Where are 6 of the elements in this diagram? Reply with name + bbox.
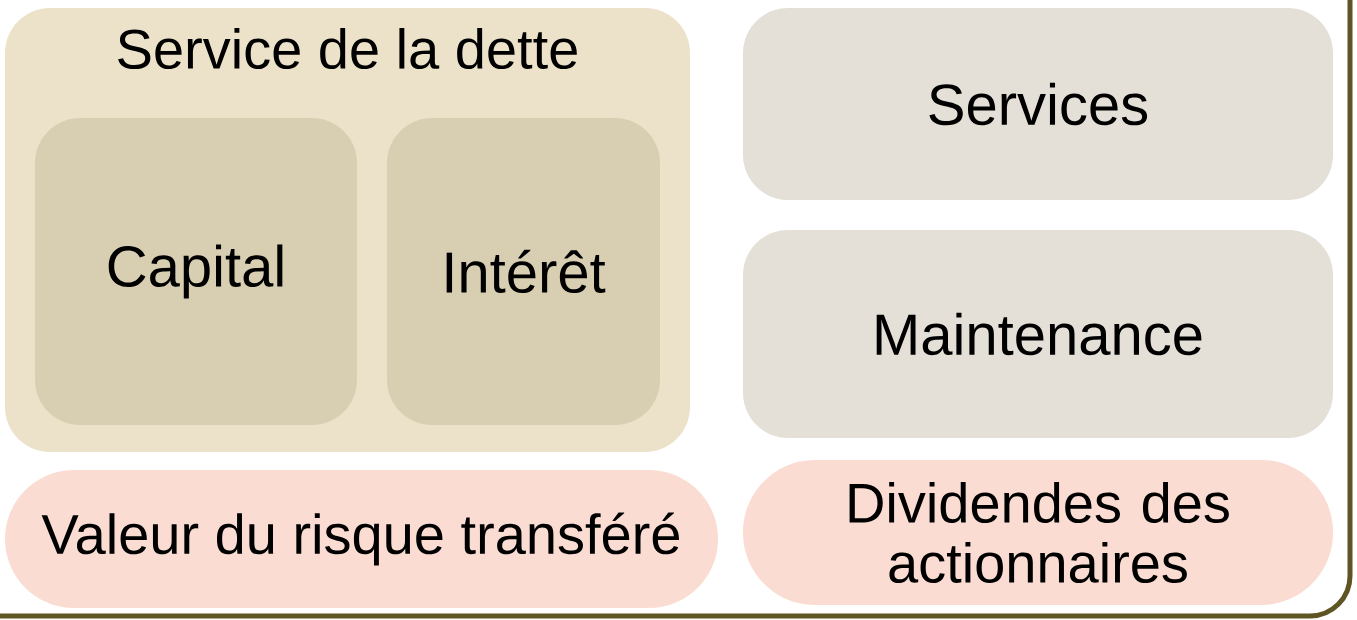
pill-box: Dividendes des actionnaires — [743, 460, 1333, 605]
item-box: Services — [743, 8, 1333, 200]
item-box: Intérêt — [387, 118, 660, 425]
pill-box: Valeur du risque transféré — [5, 470, 718, 608]
item-box: Capital — [35, 118, 357, 425]
item-box: Maintenance — [743, 230, 1333, 438]
